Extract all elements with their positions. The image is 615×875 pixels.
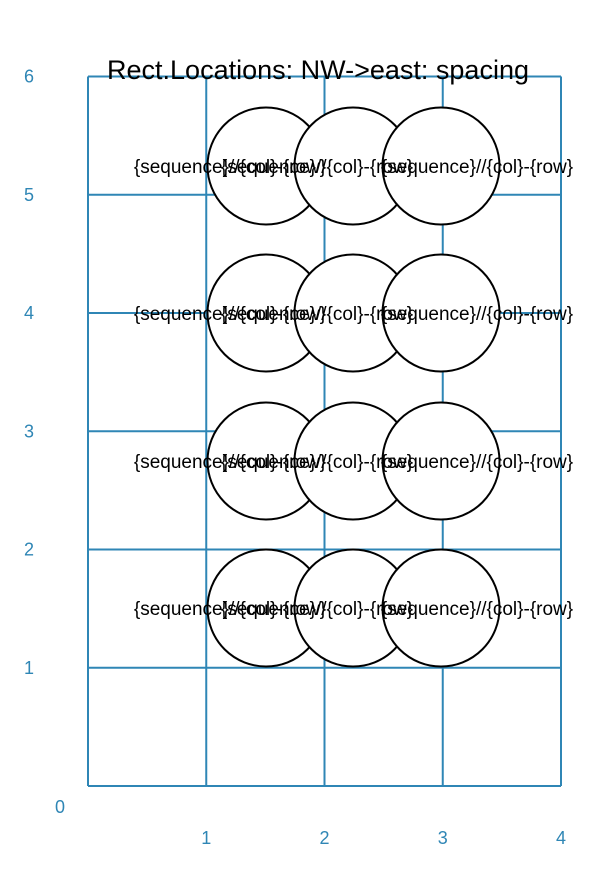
circle-label: {sequence}//{col}-{row} — [134, 599, 326, 620]
circle-label: {sequence}//{col}-{row} — [134, 452, 326, 473]
circle-label: {sequence}//{col}-{row} — [221, 452, 413, 473]
x-axis-tick-label: 3 — [438, 828, 448, 848]
x-axis-tick-label: 2 — [319, 828, 329, 848]
y-axis-tick-label: 5 — [24, 185, 34, 205]
circle-label: {sequence}//{col}-{row} — [381, 157, 573, 178]
location-circle — [381, 548, 501, 668]
circles-layer: {sequence}//{col}-{row}{sequence}//{col}… — [134, 106, 573, 668]
y-axis-tick-label: 3 — [24, 421, 34, 441]
y-axis-tick-label: 2 — [24, 540, 34, 560]
y-axis-tick-label: 1 — [24, 658, 34, 678]
circle-label: {sequence}//{col}-{row} — [134, 157, 326, 178]
x-axis-tick-label: 1 — [201, 828, 211, 848]
y-axis-tick-label: 4 — [24, 303, 34, 323]
diagram-title: Rect.Locations: NW->east: spacing — [107, 55, 529, 85]
axes: 0 1 2 3 4 1 2 3 4 5 6 — [24, 67, 566, 849]
circle-label: {sequence}//{col}-{row} — [221, 304, 413, 325]
circle-label: {sequence}//{col}-{row} — [381, 599, 573, 620]
location-circle — [381, 253, 501, 373]
y-axis-tick-label: 6 — [24, 67, 34, 87]
location-circle — [381, 106, 501, 226]
location-circle — [381, 401, 501, 521]
x-axis-tick-label: 0 — [55, 797, 65, 817]
circle-label: {sequence}//{col}-{row} — [221, 157, 413, 178]
x-axis-tick-label: 4 — [556, 828, 566, 848]
circle-label: {sequence}//{col}-{row} — [134, 304, 326, 325]
circle-label: {sequence}//{col}-{row} — [381, 304, 573, 325]
circle-label: {sequence}//{col}-{row} — [381, 452, 573, 473]
circle-label: {sequence}//{col}-{row} — [221, 599, 413, 620]
